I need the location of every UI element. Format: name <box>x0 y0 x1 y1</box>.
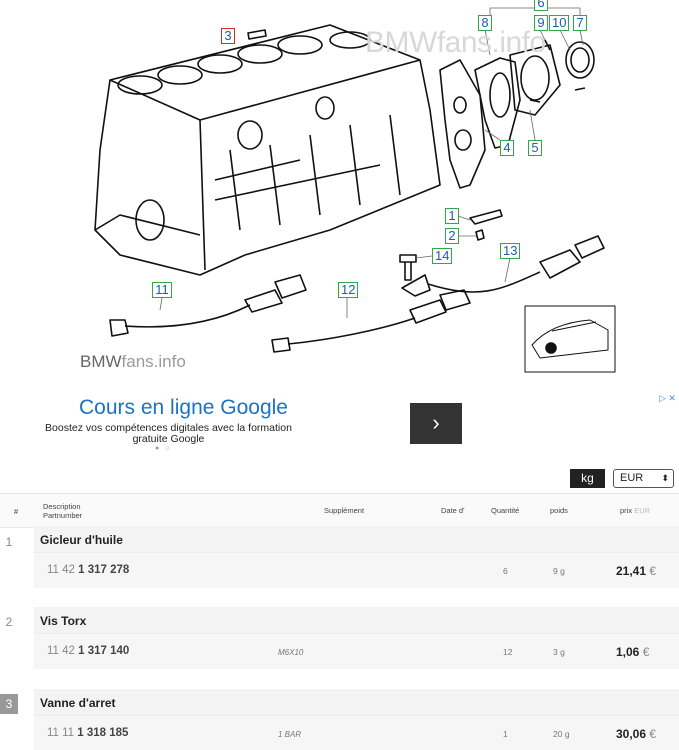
part-details: 11 42 1 317 140 M6X10 12 3 g 1,06 € <box>34 633 679 669</box>
watermark-top: BMWfans.info <box>365 26 546 59</box>
table-row[interactable]: Gicleur d'huile 11 42 1 317 278 6 9 g 21… <box>34 526 679 588</box>
callout-8[interactable]: 8 <box>478 15 492 31</box>
callout-13[interactable]: 13 <box>500 243 520 259</box>
watermark-bottom: BMWfans.info <box>80 352 186 371</box>
part-quantity: 12 <box>503 647 513 657</box>
table-header: # Description Partnumber Supplément Date… <box>0 493 679 528</box>
callout-1[interactable]: 1 <box>445 208 459 224</box>
currency-select[interactable]: EUR ⬍ <box>613 469 674 488</box>
part-title[interactable]: Vis Torx <box>40 614 87 628</box>
callout-10[interactable]: 10 <box>549 15 569 31</box>
callout-3[interactable]: 3 <box>221 28 235 44</box>
select-arrow-icon: ⬍ <box>661 473 669 483</box>
part-number[interactable]: 11 42 1 317 140 <box>47 645 130 657</box>
callout-4[interactable]: 4 <box>500 140 514 156</box>
part-quantity: 1 <box>503 729 508 739</box>
weight-unit-button[interactable]: kg <box>570 469 605 488</box>
header-weight: poids <box>550 506 568 515</box>
part-price: 30,06 € <box>616 727 657 741</box>
callout-14[interactable]: 14 <box>432 248 452 264</box>
table-row[interactable]: Vis Torx 11 42 1 317 140 M6X10 12 3 g 1,… <box>34 607 679 669</box>
callout-6[interactable]: 6 <box>534 0 548 11</box>
part-price: 21,41 € <box>616 564 657 578</box>
header-partnumber: Partnumber <box>43 511 83 520</box>
part-supplement: M6X10 <box>278 648 304 657</box>
part-title[interactable]: Gicleur d'huile <box>40 533 123 547</box>
callout-7[interactable]: 7 <box>573 15 587 31</box>
ad-close-icon[interactable]: ▷ ✕ <box>659 393 676 403</box>
part-number[interactable]: 11 11 1 318 185 <box>47 727 129 739</box>
ad-description: Boostez vos compétences digitales avec l… <box>45 422 292 445</box>
parts-diagram: BMWfans.info 3 6 8 9 10 7 4 5 1 2 14 13 … <box>80 0 616 373</box>
ad-banner[interactable]: Cours en ligne Google Boostez vos compét… <box>0 390 679 460</box>
ad-next-button[interactable]: › <box>410 403 462 444</box>
part-quantity: 6 <box>503 566 508 576</box>
part-details: 11 42 1 317 278 6 9 g 21,41 € <box>34 552 679 588</box>
header-num: # <box>14 507 19 516</box>
ad-pagination-dots: ● ○ <box>155 445 172 452</box>
part-weight: 20 g <box>553 729 570 739</box>
header-supplement: Supplément <box>324 506 365 515</box>
part-weight: 9 g <box>553 566 565 576</box>
callout-9[interactable]: 9 <box>534 15 548 31</box>
part-supplement: 1 BAR <box>278 730 302 739</box>
callout-5[interactable]: 5 <box>528 140 542 156</box>
part-number[interactable]: 11 42 1 317 278 <box>47 564 130 576</box>
part-details: 11 11 1 318 185 1 BAR 1 20 g 30,06 € <box>34 715 679 750</box>
row-number: 1 <box>5 535 13 549</box>
part-price: 1,06 € <box>616 645 650 659</box>
callout-11[interactable]: 11 <box>152 282 172 298</box>
engine-block-illustration <box>94 7 616 373</box>
header-description: Description <box>43 502 81 511</box>
part-title[interactable]: Vanne d'arret <box>40 696 116 710</box>
row-number: 2 <box>5 615 13 629</box>
row-number: 3 <box>0 694 18 714</box>
callout-12[interactable]: 12 <box>338 282 358 298</box>
table-row[interactable]: Vanne d'arret 11 11 1 318 185 1 BAR 1 20… <box>34 689 679 750</box>
ad-title[interactable]: Cours en ligne Google <box>79 396 288 419</box>
part-weight: 3 g <box>553 647 565 657</box>
header-price: prix EUR <box>620 506 651 515</box>
callout-2[interactable]: 2 <box>445 228 459 244</box>
header-quantity: Quantité <box>491 506 520 515</box>
header-date: Date d' <box>441 506 465 515</box>
currency-value: EUR <box>620 472 644 484</box>
